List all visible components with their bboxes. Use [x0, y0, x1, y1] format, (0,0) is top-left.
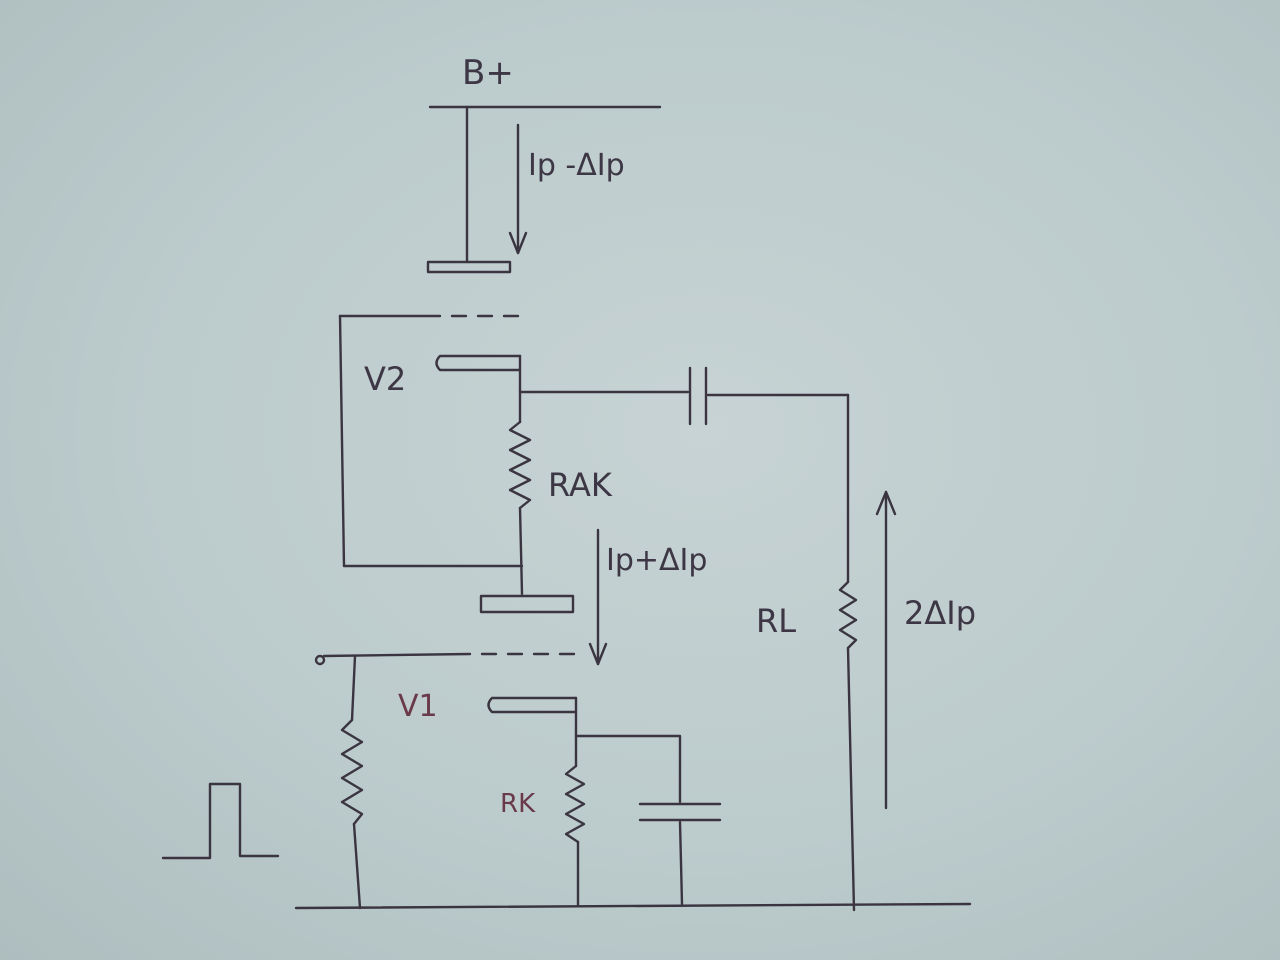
- grid-leak-lead-top: [350, 654, 357, 722]
- grid-leak-lead-bottom: [352, 822, 362, 910]
- input-terminal: [314, 654, 326, 666]
- load-current-label: 2ΔIp: [904, 594, 976, 632]
- resistor-ak: [508, 420, 532, 510]
- v1-grid-wire: [322, 652, 472, 658]
- mid-current-label: Ip+ΔIp: [606, 543, 707, 578]
- top-current-arrow: [508, 123, 528, 255]
- v2-plate: [426, 260, 512, 274]
- v2-cathode: [435, 354, 522, 394]
- bypass-cap-wire-bottom: [678, 820, 684, 906]
- v2-label: V2: [364, 360, 406, 398]
- top-current-label: Ip -ΔIp: [528, 148, 625, 183]
- load-resistor: [838, 580, 858, 650]
- bypass-cap-wire-top: [574, 734, 682, 804]
- v1-label: V1: [398, 689, 438, 724]
- cathode-resistor: [564, 764, 586, 844]
- mid-current-arrow: [588, 528, 608, 666]
- v1-plate: [479, 594, 575, 614]
- b-plus-label: B+: [462, 53, 514, 93]
- grid-leak-resistor: [340, 718, 364, 826]
- coupling-capacitor: [688, 366, 708, 426]
- load-current-arrow: [875, 490, 897, 810]
- resistor-ak-label: RAK: [548, 466, 613, 504]
- v2-grid-return: [338, 314, 346, 568]
- input-pulse-icon: [161, 782, 280, 860]
- rl-lead-bottom: [846, 646, 856, 912]
- bypass-capacitor: [638, 802, 722, 822]
- cathode-resistor-label: RK: [500, 789, 536, 819]
- rak-lead-bottom: [518, 506, 524, 596]
- load-resistor-label: RL: [756, 602, 796, 640]
- v1-cathode: [487, 696, 578, 738]
- ground-rail: [294, 902, 972, 910]
